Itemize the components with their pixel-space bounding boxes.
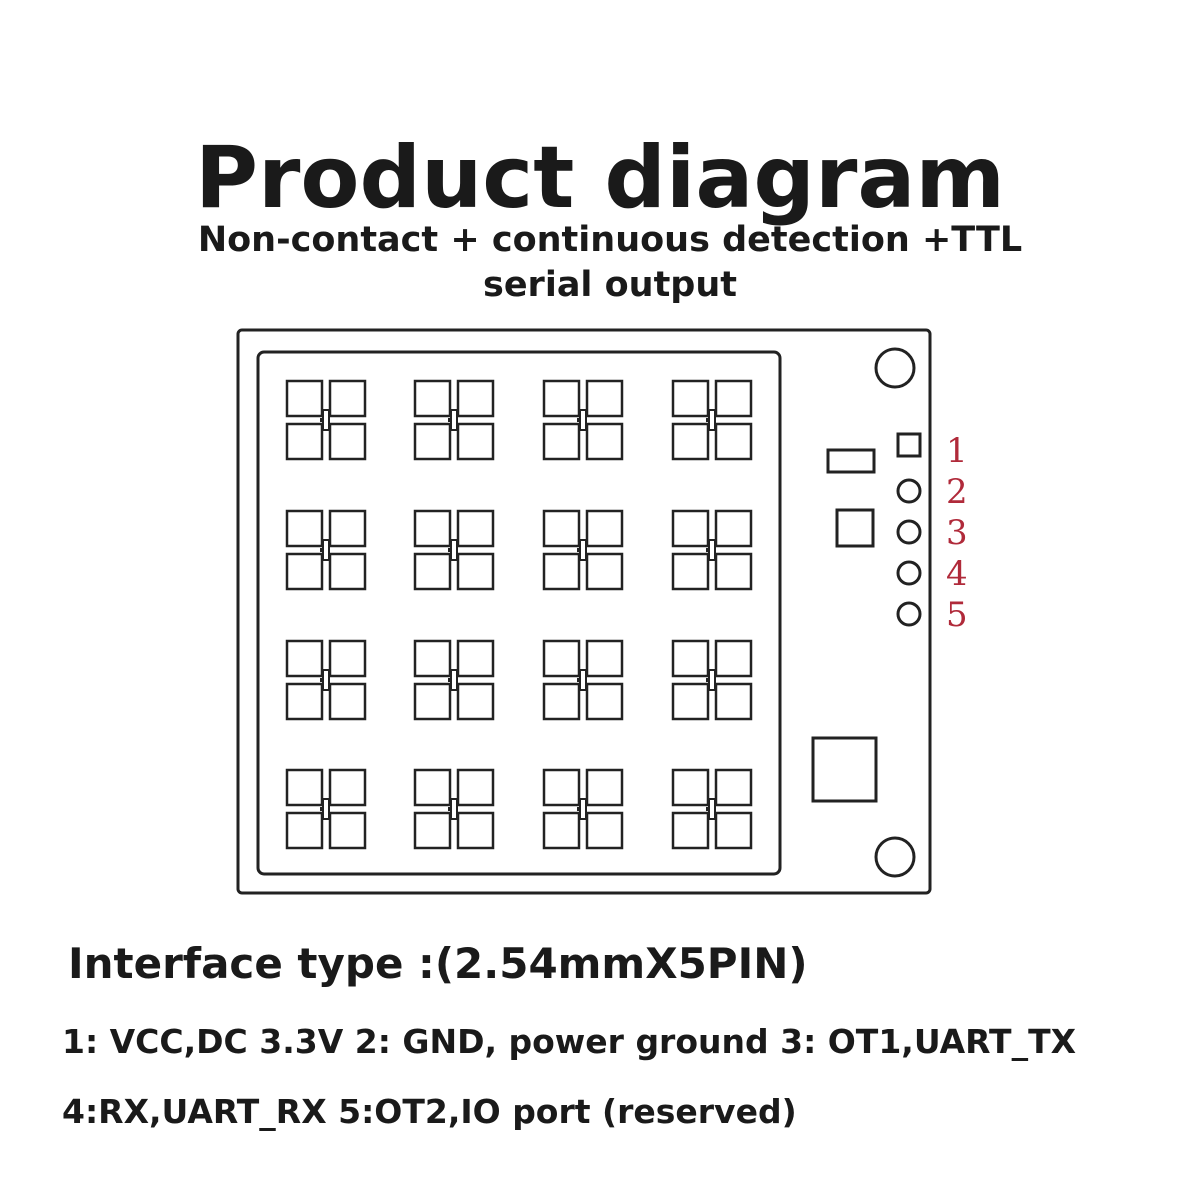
antenna-patch-3 [542, 379, 624, 461]
antenna-patch-4 [671, 379, 753, 461]
pin-label-3: 3 [946, 513, 968, 553]
pin-label-4: 4 [946, 554, 968, 594]
antenna-patch-5 [285, 509, 367, 591]
antenna-patch-12 [671, 639, 753, 721]
page-subtitle: Non-contact + continuous detection +TTL … [197, 220, 1023, 305]
smd-component-medium [835, 508, 875, 548]
pin-5-pad [896, 601, 922, 627]
antenna-patch-1 [285, 379, 367, 461]
mounting-hole-top [874, 347, 916, 389]
board-outline [236, 328, 932, 895]
pin-description-line-2: 4:RX,UART_RX 5:OT2,IO port (reserved) [62, 1092, 797, 1131]
antenna-array [285, 379, 753, 850]
pin-label-2: 2 [946, 472, 968, 512]
antenna-patch-7 [542, 509, 624, 591]
antenna-patch-8 [671, 509, 753, 591]
antenna-patch-15 [542, 768, 624, 850]
pin-1-pad [896, 432, 922, 458]
pin-label-1: 1 [946, 431, 968, 471]
interface-type-title: Interface type :(2.54mmX5PIN) [68, 939, 808, 988]
chip-component [811, 736, 878, 803]
mounting-hole-bottom [874, 836, 916, 878]
antenna-patch-16 [671, 768, 753, 850]
antenna-area [256, 350, 782, 876]
pin-label-5: 5 [946, 595, 968, 635]
antenna-patch-9 [285, 639, 367, 721]
pin-2-pad [896, 478, 922, 504]
antenna-patch-2 [413, 379, 495, 461]
antenna-patch-11 [542, 639, 624, 721]
antenna-patch-6 [413, 509, 495, 591]
pin-3-pad [896, 519, 922, 545]
page-title: Product diagram [194, 128, 1006, 228]
antenna-patch-10 [413, 639, 495, 721]
antenna-patch-14 [413, 768, 495, 850]
pin-description-line-1: 1: VCC,DC 3.3V 2: GND, power ground 3: O… [62, 1022, 1077, 1061]
smd-component-small [826, 448, 876, 474]
antenna-patch-13 [285, 768, 367, 850]
pin-4-pad [896, 560, 922, 586]
